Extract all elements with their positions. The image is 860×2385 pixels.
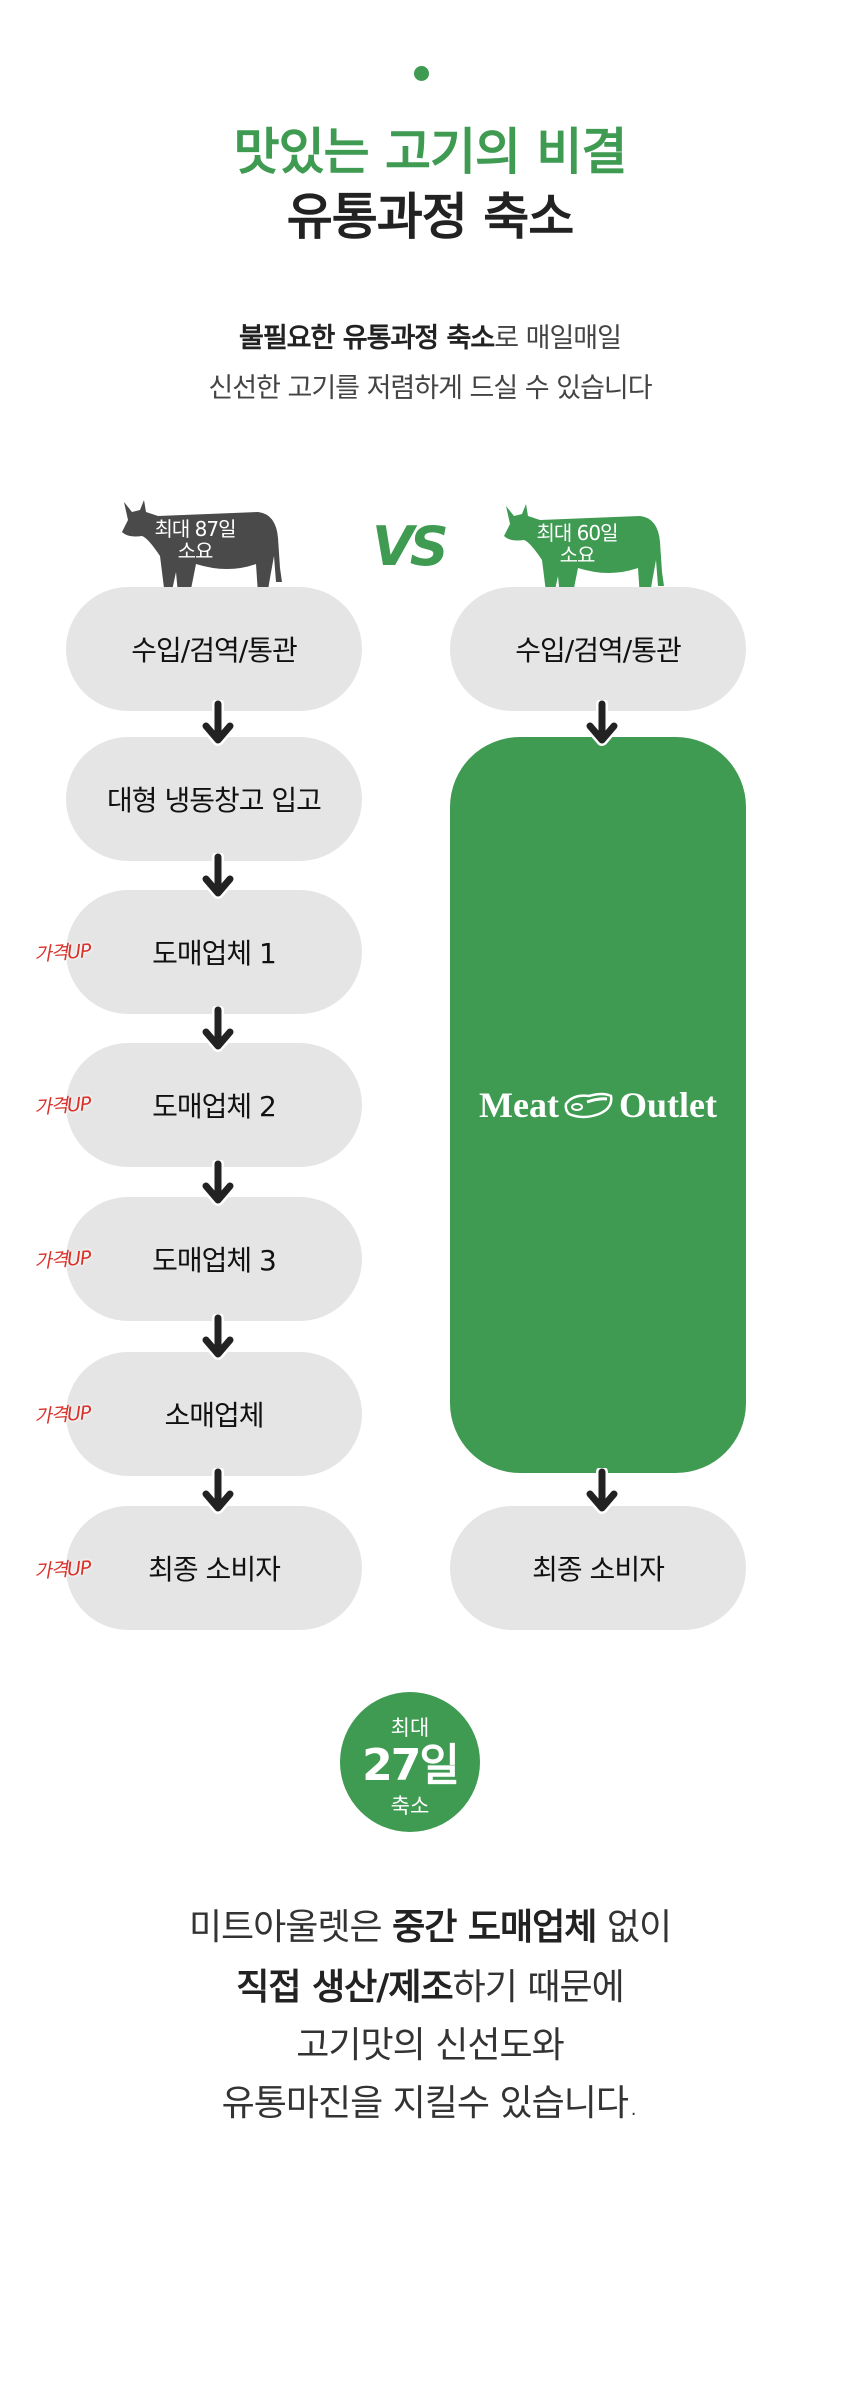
badge-top: 최대 [390,1716,430,1740]
title-line1: 맛있는 고기의 비결 [233,123,628,181]
logo-text-right: Outlet [618,1085,717,1125]
left-step-7: 최종 소비자 [66,1506,362,1630]
down-arrow-icon [198,698,238,746]
reduction-badge: 최대 27일 축소 [340,1692,480,1832]
down-arrow-icon [198,1004,238,1052]
bottom-line-3: 고기맛의 신선도와 [296,2025,564,2066]
badge-value: 27일 [362,1740,460,1791]
decor-dot [414,66,429,81]
subtitle-line1: 불필요한 유통과정 축소로 매일매일 [0,316,860,355]
cow-label-left-2: 소요 [177,539,214,563]
price-up-label: 가격UP [33,1557,92,1583]
price-up-label: 가격UP [33,940,92,966]
down-arrow-icon [198,1158,238,1206]
subtitle-line2: 신선한 고기를 저렴하게 드실 수 있습니다 [208,373,652,404]
down-arrow-icon [198,1312,238,1360]
down-arrow-icon [582,1466,622,1514]
title-line2: 유통과정 축소 [286,188,574,246]
price-up-label: 가격UP [33,1402,92,1428]
logo-text-left: Meat [479,1085,559,1125]
text-bold: 중간 도매업체 [392,1907,597,1948]
vs-label: VS [372,515,449,578]
price-up-label: 가격UP [33,1247,92,1273]
cow-label-left-1: 최대 87일 [154,517,236,541]
price-up-label: 가격UP [33,1093,92,1119]
meat-outlet-logo: Meat Outlet [479,1084,717,1126]
text: 하기 때문에 [452,1967,625,2008]
subtitle-bold: 불필요한 유통과정 축소 [239,323,495,354]
right-step-2: 최종 소비자 [450,1506,746,1630]
left-step-4: 도매업체 2 [66,1043,362,1167]
left-step-2: 대형 냉동창고 입고 [66,737,362,861]
steak-icon [564,1092,613,1119]
badge-bottom: 축소 [390,1794,430,1818]
text-bold: 직접 생산/제조 [236,1967,453,2008]
left-step-6: 소매업체 [66,1352,362,1476]
cow-label-right-2: 소요 [559,543,596,567]
left-step-3: 도매업체 1 [66,890,362,1014]
left-step-1: 수입/검역/통관 [66,587,362,711]
left-step-5: 도매업체 3 [66,1197,362,1321]
text: 없이 [596,1907,672,1948]
right-step-1: 수입/검역/통관 [450,587,746,711]
bottom-line-2: 직접 생산/제조하기 때문에 [0,1958,860,2010]
text: 미트아울렛은 [188,1907,393,1948]
subtitle-rest: 로 매일매일 [494,323,622,354]
bottom-line-4: 유통마진을 지킬수 있습니다. [221,2083,640,2124]
bottom-line-1: 미트아울렛은 중간 도매업체 없이 [0,1898,860,1950]
cow-label-right-1: 최대 60일 [536,521,618,545]
meat-outlet-box: Meat Outlet [450,737,746,1473]
down-arrow-icon [198,1466,238,1514]
down-arrow-icon [198,851,238,899]
down-arrow-icon [582,698,622,746]
